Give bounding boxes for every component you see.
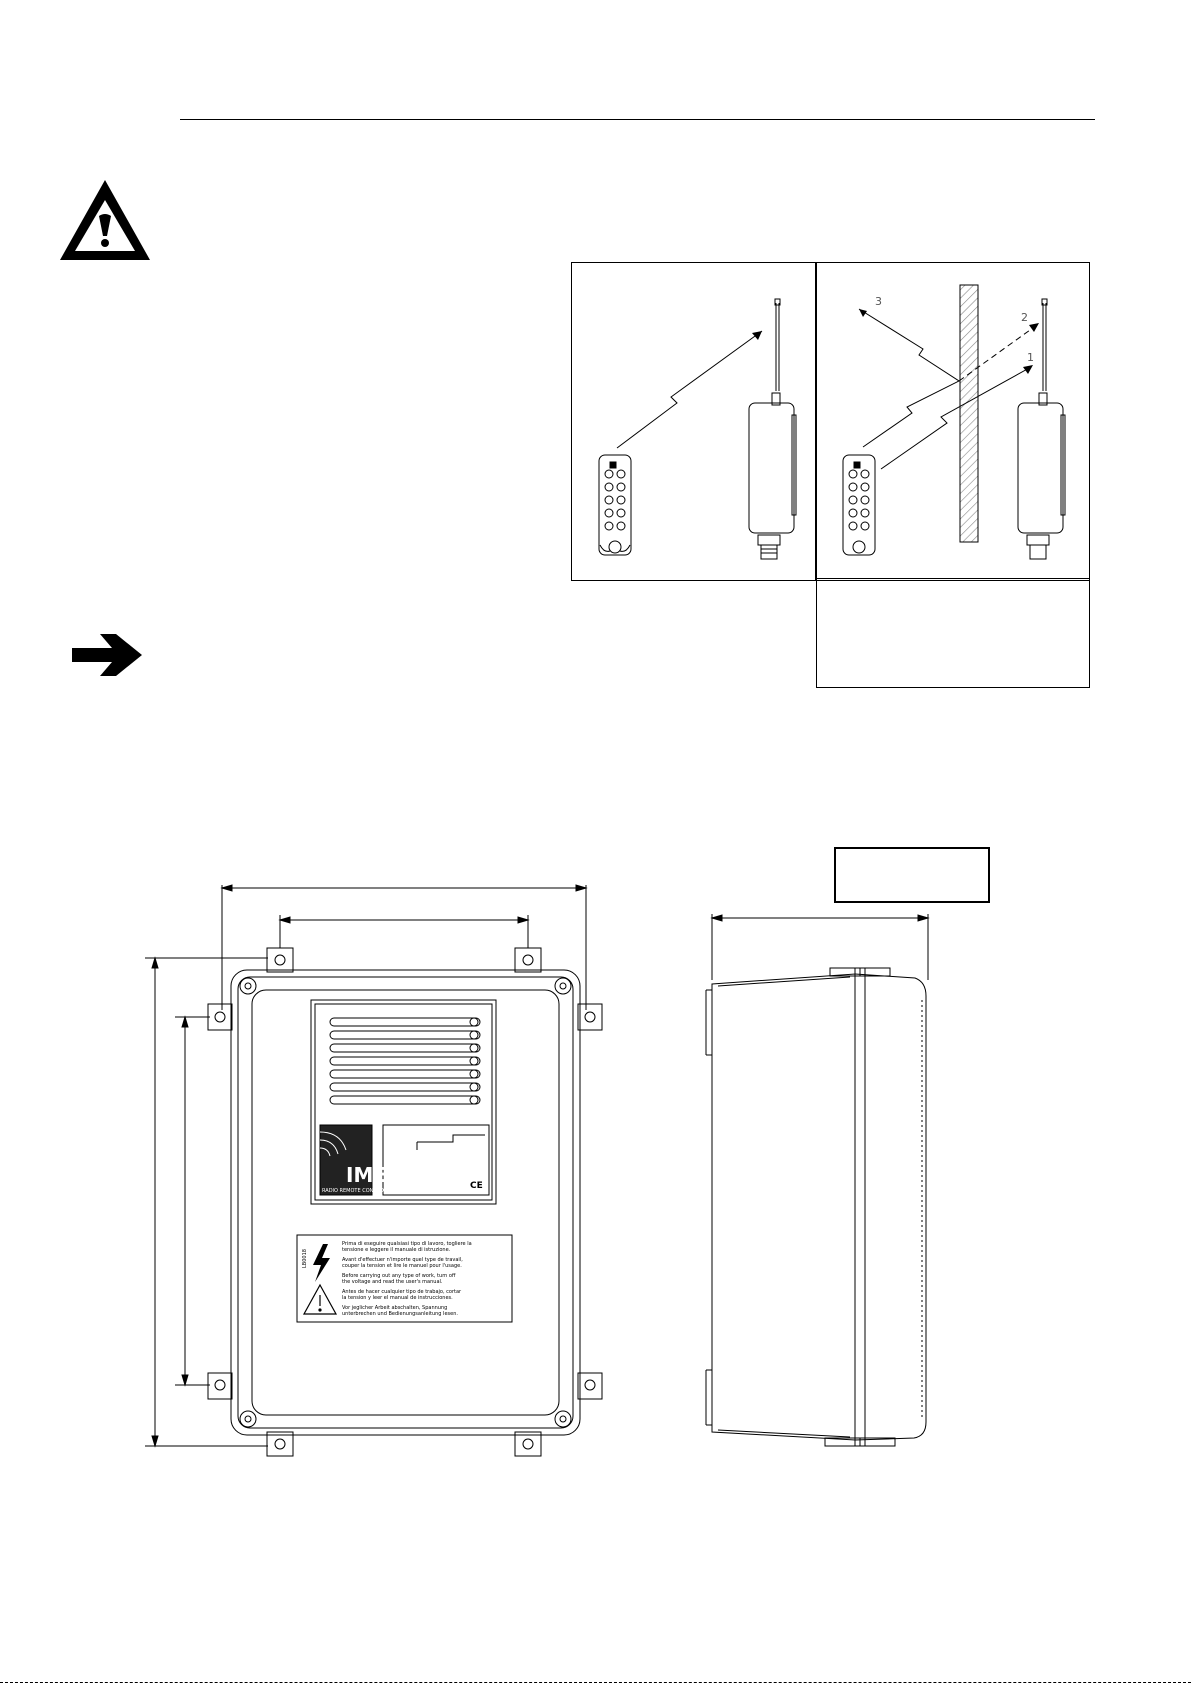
caption-box xyxy=(816,578,1090,688)
svg-text:Vor jeglicher Arbeit abschalte: Vor jeglicher Arbeit abschalten, Spannun… xyxy=(342,1305,447,1311)
dimension-label-box xyxy=(834,847,990,903)
enclosure-front-view: IMET RADIO REMOTE CONTROL CE LB0018 Prim… xyxy=(145,884,603,1457)
warning-label-code: LB0018 xyxy=(302,1249,308,1268)
logo-text: IMET xyxy=(346,1163,401,1187)
reflected-transmission-panel: 3 2 1 xyxy=(816,262,1090,581)
receiver-unit xyxy=(748,298,797,560)
svg-text:the voltage and read the user': the voltage and read the user's manual. xyxy=(342,1279,443,1285)
lightning-icon xyxy=(313,1244,330,1282)
direct-transmission-diagram xyxy=(598,298,797,560)
product-label xyxy=(310,999,497,1205)
radio-signal-line xyxy=(616,330,763,449)
direct-transmission-panel xyxy=(571,262,816,581)
caution-triangle-icon xyxy=(302,1283,338,1315)
logo-subtext: RADIO REMOTE CONTROL xyxy=(322,1188,387,1194)
spec-plate xyxy=(382,1124,490,1196)
signal-path-1 xyxy=(880,366,1032,470)
svg-text:couper la tension et lire le m: couper la tension et lire le manuel pour… xyxy=(342,1263,462,1269)
receiver-unit xyxy=(1017,298,1066,560)
transmitter-handset xyxy=(842,454,876,556)
svg-text:Before carrying out any type o: Before carrying out any type of work, tu… xyxy=(342,1273,456,1279)
header-rule xyxy=(180,119,1095,120)
svg-text:Antes de hacer cualquier tipo: Antes de hacer cualquier tipo de trabajo… xyxy=(342,1289,462,1295)
svg-text:Avant d'effectuer n'importe qu: Avant d'effectuer n'importe quel type de… xyxy=(342,1257,463,1263)
path-label-3: 3 xyxy=(875,295,882,308)
logo-block xyxy=(319,1124,373,1196)
svg-text:tensione e leggere il manuale: tensione e leggere il manuale di istruzi… xyxy=(342,1247,451,1253)
enclosure-side-view xyxy=(705,914,930,1447)
signal-path-3 xyxy=(858,308,961,448)
warning-label xyxy=(296,1234,513,1323)
transmitter-handset xyxy=(598,454,632,556)
svg-text:unterbrechen und Bedienungsanl: unterbrechen und Bedienungsanleitung les… xyxy=(342,1311,458,1317)
svg-text:Prima di eseguire qualsiasi ti: Prima di eseguire qualsiasi tipo di lavo… xyxy=(342,1241,472,1247)
path-label-1: 1 xyxy=(1027,351,1034,364)
path-label-2: 2 xyxy=(1021,311,1028,324)
signal-path-2 xyxy=(958,324,1038,382)
reflected-transmission-diagram: 3 2 1 xyxy=(842,284,1066,560)
arrow-right-icon xyxy=(72,634,142,676)
ce-mark: CE xyxy=(470,1181,483,1191)
footer-rule xyxy=(0,1682,1191,1683)
svg-text:la tension y leer el manual de: la tension y leer el manual de instrucci… xyxy=(342,1295,453,1301)
warning-triangle-icon xyxy=(60,180,150,260)
warning-label-text: Prima di eseguire qualsiasi tipo di lavo… xyxy=(342,1241,472,1317)
obstacle-wall xyxy=(959,284,979,543)
indicator-leds xyxy=(329,1017,481,1105)
